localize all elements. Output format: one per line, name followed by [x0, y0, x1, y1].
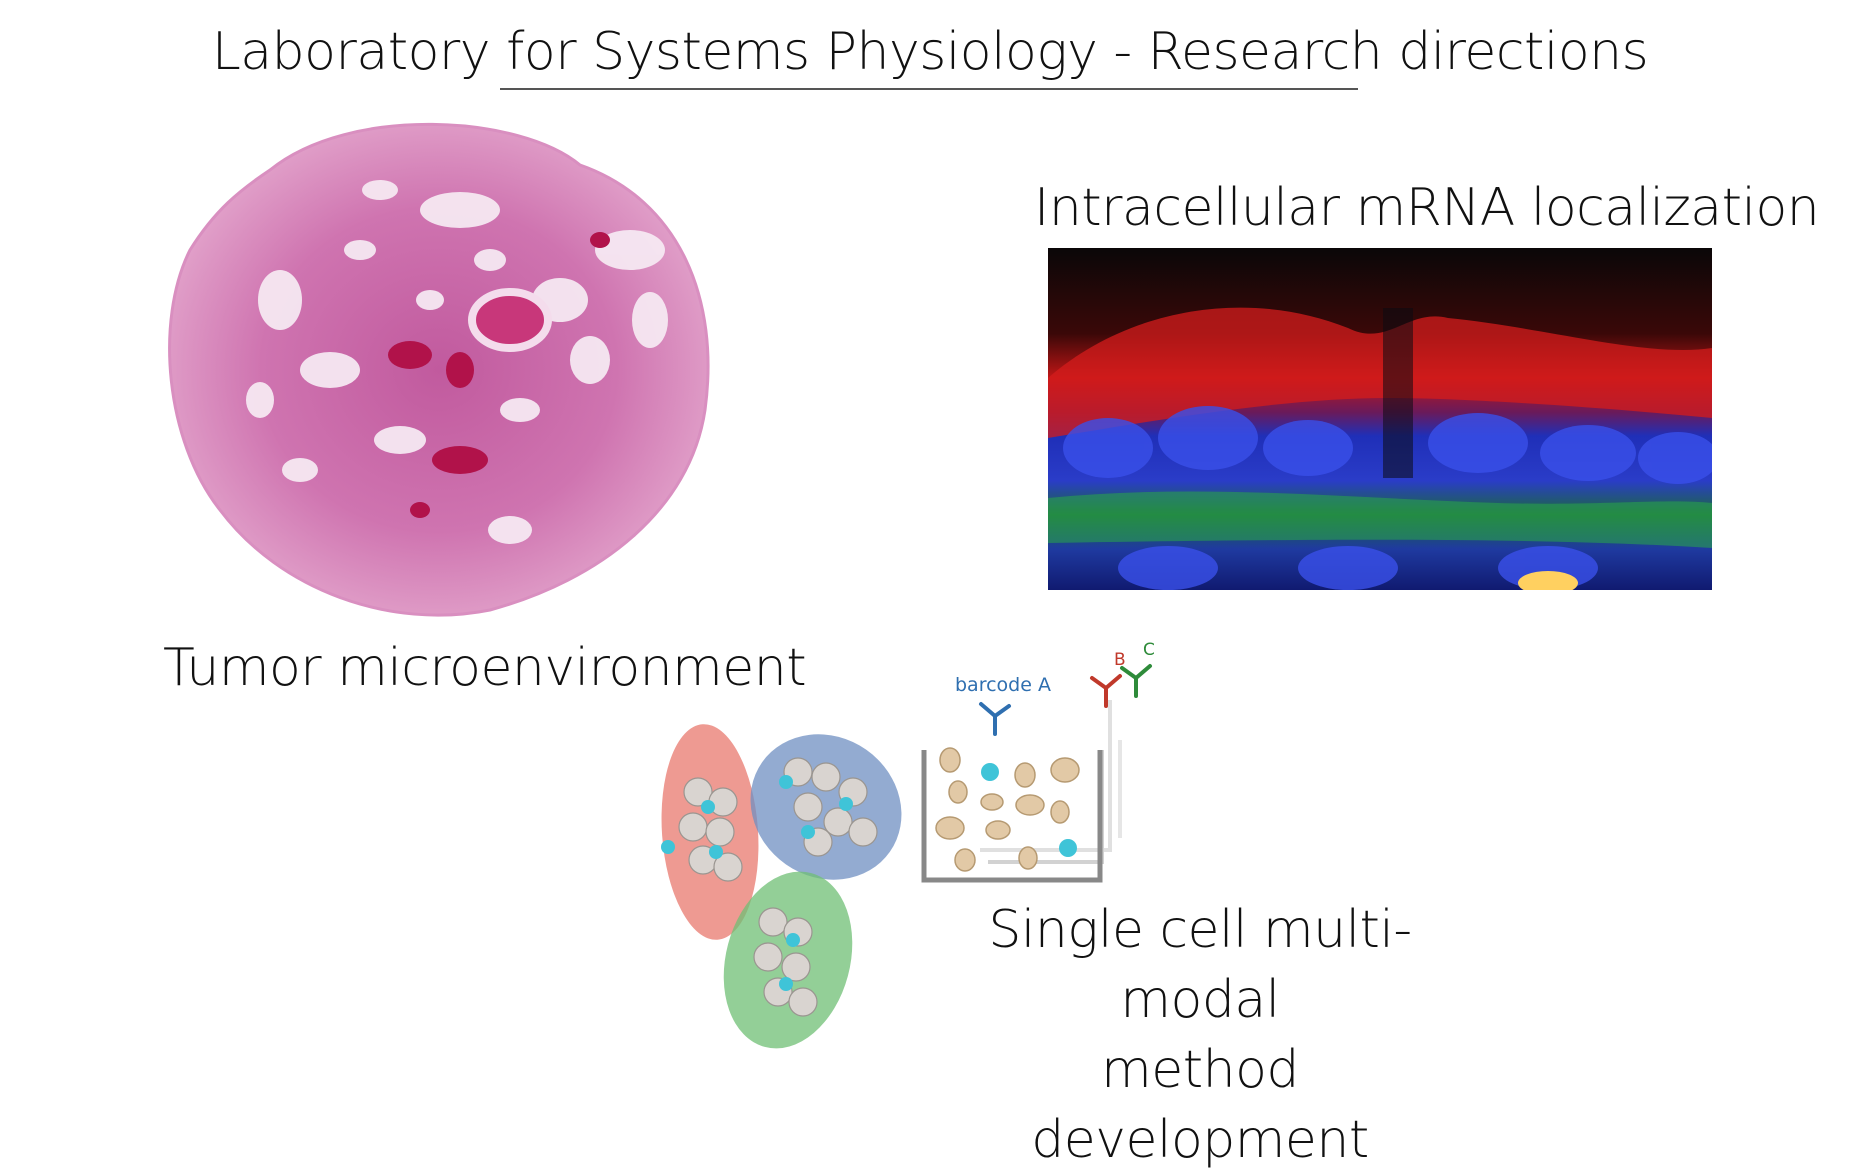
barcode-b-label: B — [1114, 650, 1126, 670]
single-cell-label-line2: method development — [1031, 1040, 1369, 1170]
fluorescence-image — [1048, 248, 1712, 590]
barcode-c-label: C — [1143, 640, 1155, 660]
tumor-histology-image — [168, 122, 710, 617]
barcode-c-antibody-icon — [1120, 664, 1152, 698]
single-cell-method-label: Single cell multi-modal method developme… — [940, 895, 1460, 1175]
barcode-plate-diagram — [921, 700, 1122, 883]
barcode-a-label: barcode A — [955, 674, 1051, 696]
tumor-microenvironment-label: Tumor microenvironment — [163, 638, 807, 698]
single-cell-label-line1: Single cell multi-modal — [988, 900, 1412, 1030]
title-underline — [500, 88, 1358, 90]
slide-title: Laboratory for Systems Physiology - Rese… — [211, 22, 1649, 82]
single-cell-clusters — [661, 724, 902, 1049]
barcode-a-antibody-icon — [979, 702, 1011, 736]
mrna-localization-label: Intracellular mRNA localization — [1034, 178, 1820, 238]
barcode-b-antibody-icon — [1090, 674, 1122, 708]
